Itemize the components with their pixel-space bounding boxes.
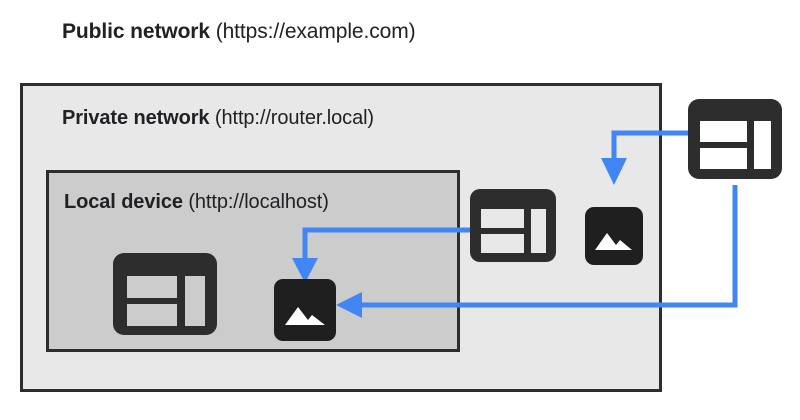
private-network-label-strong: Private network: [62, 107, 210, 129]
public-browser-window-node[interactable]: [688, 99, 782, 179]
private-network-label: Private network (http://router.local): [62, 107, 374, 130]
public-network-label-url: (https://example.com): [209, 20, 416, 43]
local-device-label-strong: Local device: [64, 191, 183, 213]
image-photo-icon: [585, 207, 643, 265]
private-browser-window-node[interactable]: [470, 189, 556, 262]
image-photo-icon: [274, 279, 336, 341]
public-network-label: Public network (https://example.com): [62, 20, 416, 44]
browser-window-icon: [470, 189, 556, 262]
local-device-label: Local device (http://localhost): [64, 191, 329, 214]
browser-window-icon: [113, 253, 217, 335]
local-device-label-url: (http://localhost): [182, 191, 329, 213]
private-image-node[interactable]: [585, 207, 643, 265]
browser-window-icon: [688, 99, 782, 179]
public-network-label-strong: Public network: [62, 20, 210, 43]
private-network-label-url: (http://router.local): [209, 107, 374, 129]
local-browser-window-node[interactable]: [113, 253, 217, 335]
local-image-node[interactable]: [274, 279, 336, 341]
